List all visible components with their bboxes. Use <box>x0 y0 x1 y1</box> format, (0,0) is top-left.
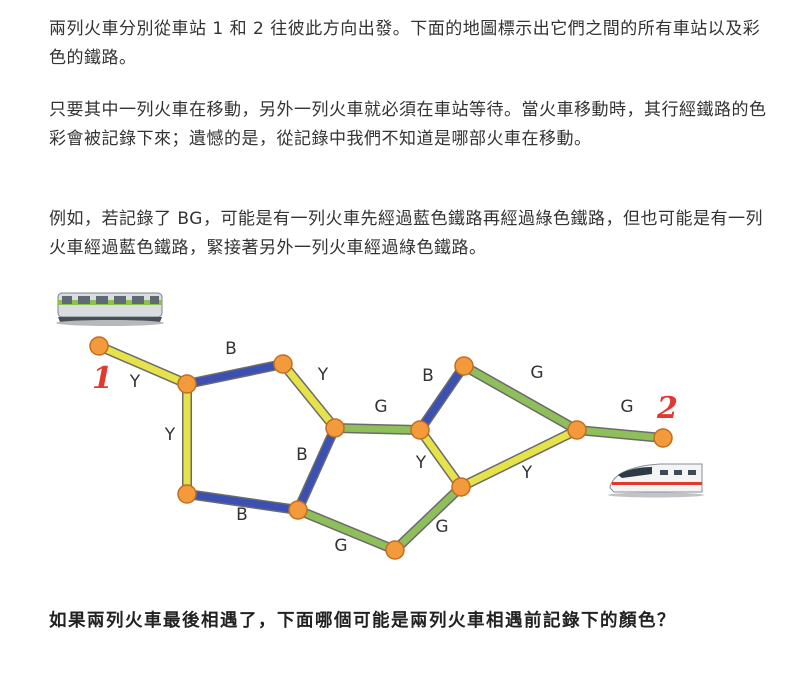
track-label-i-j: Y <box>521 463 533 483</box>
intro-paragraph-1: 兩列火車分別從車站 1 和 2 往彼此方向出發。下面的地圖標示出它們之間的所有車… <box>49 19 761 68</box>
track-c-d <box>183 490 302 514</box>
commuter-train-icon <box>56 292 164 326</box>
start-station-1-number: 1 <box>92 361 113 396</box>
track-b-e <box>279 360 339 432</box>
track-d-g <box>294 506 399 554</box>
track-label-s1-a: Y <box>129 372 141 392</box>
question-text: 如果兩列火車最後相遇了，下面哪個可能是兩列火車相遇前記錄下的顏色？ <box>49 611 676 631</box>
intro-paragraph-2: 只要其中一列火車在移動，另外一列火車就必須在車站等待。當火車移動時，其行經鐵路的… <box>49 100 767 149</box>
track-s1-a <box>95 342 191 388</box>
station-s2 <box>653 428 673 448</box>
station-j <box>567 420 587 440</box>
high-speed-train-icon <box>608 463 704 498</box>
station-a <box>177 374 197 394</box>
track-label-f-h: B <box>422 366 434 386</box>
track-i-j <box>457 426 581 491</box>
station-h <box>454 356 474 376</box>
track-a-b <box>183 360 287 388</box>
track-label-e-d: B <box>296 445 308 465</box>
start-station-2-number: 2 <box>656 391 678 426</box>
intro-paragraph-3: 例如，若記錄了 BG，可能是有一列火車先經過藍色鐵路再經過綠色鐵路，但也可能是有… <box>49 209 763 258</box>
station-c <box>177 484 197 504</box>
track-label-a-c: Y <box>164 425 176 445</box>
track-h-j <box>460 362 581 434</box>
track-j-s2 <box>573 426 667 442</box>
station-b <box>273 354 293 374</box>
track-label-a-b: B <box>225 339 237 359</box>
station-i <box>451 477 471 497</box>
track-g-i <box>391 483 465 554</box>
track-label-f-i: Y <box>415 453 427 473</box>
station-d <box>288 500 308 520</box>
station-s1 <box>89 336 109 356</box>
station-f <box>410 420 430 440</box>
track-label-b-e: Y <box>317 365 329 385</box>
track-label-g-i: G <box>435 517 448 537</box>
track-label-h-j: G <box>530 363 543 383</box>
track-f-h <box>416 362 468 434</box>
track-label-d-g: G <box>334 536 347 556</box>
station-g <box>385 540 405 560</box>
track-label-c-d: B <box>236 505 248 525</box>
station-e <box>325 418 345 438</box>
track-f-i <box>416 426 465 491</box>
track-e-d <box>294 424 339 514</box>
track-label-e-f: G <box>374 397 387 417</box>
track-e-f <box>331 424 424 434</box>
track-label-j-s2: G <box>620 397 633 417</box>
